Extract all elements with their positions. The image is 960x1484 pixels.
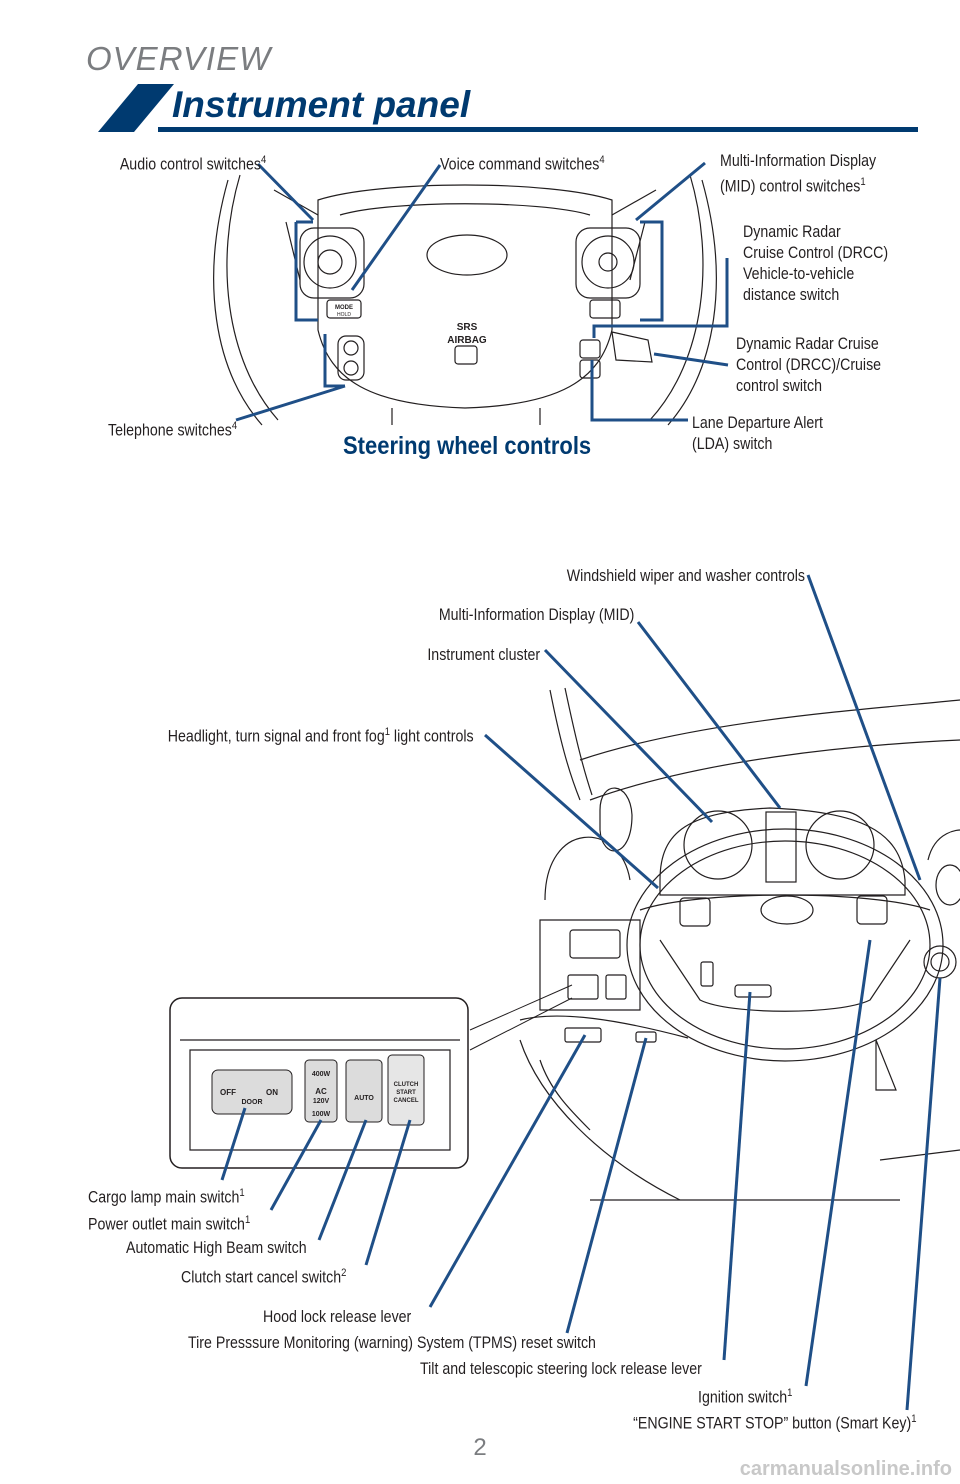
label-mid-display: Multi-Information Display (MID) (438, 606, 634, 624)
auto-high-beam-switch[interactable] (345, 1059, 383, 1123)
label-audio: Audio control switches4 (119, 154, 266, 174)
label-engine-start-stop: “ENGINE START STOP” button (Smart Key)1 (632, 1413, 916, 1433)
label-auto-high-beam: Automatic High Beam switch (126, 1239, 307, 1257)
clutch-line1-text: CLUTCH (394, 1082, 419, 1088)
drcc-leader (653, 352, 729, 367)
mid-leader (635, 161, 706, 222)
lda-leader (590, 360, 688, 422)
outlet-ac-text: AC (315, 1087, 327, 1096)
outlet-100w-text: 100W (312, 1111, 331, 1118)
ignition-leader (804, 939, 872, 1387)
clutch-line2-text: START (396, 1090, 416, 1096)
airbag-top-text: SRS (457, 322, 478, 333)
headlight-leader (484, 733, 659, 890)
section-title: OVERVIEW (86, 40, 272, 77)
tilt-leader (722, 991, 752, 1361)
label-tpms: Tire Presssure Monitoring (warning) Syst… (188, 1334, 596, 1352)
telephone-bracket (323, 334, 345, 388)
ahb-leader (317, 1119, 368, 1241)
cargo-lamp-switch[interactable] (211, 1069, 293, 1115)
label-wiper: Windshield wiper and washer controls (566, 567, 805, 585)
outlet-400w-text: 400W (312, 1071, 331, 1078)
door-off-text: OFF (220, 1088, 236, 1097)
airbag-bottom-text: AIRBAG (447, 335, 487, 346)
cargo-leader (220, 1107, 247, 1181)
hood-leader (428, 1034, 587, 1308)
mode-button-text: MODE (335, 305, 353, 311)
label-tilt-telescopic: Tilt and telescopic steering lock releas… (420, 1360, 702, 1378)
door-on-text: ON (266, 1088, 278, 1097)
steering-wheel-heading: Steering wheel controls (343, 432, 592, 460)
page-title: Instrument panel (172, 84, 471, 125)
label-telephone: Telephone switches4 (107, 420, 237, 440)
label-voice: Voice command switches4 (440, 154, 605, 174)
telephone-leader (235, 384, 346, 422)
clutch-start-cancel-switch[interactable] (387, 1054, 425, 1126)
cluster-leader (543, 648, 714, 824)
label-cargo-lamp: Cargo lamp main switch1 (88, 1187, 245, 1207)
label-ignition: Ignition switch1 (698, 1387, 793, 1407)
hold-text: HOLD (337, 312, 351, 318)
label-hood-lock: Hood lock release lever (263, 1308, 412, 1326)
tpms-leader (565, 1037, 648, 1334)
door-text: DOOR (242, 1099, 263, 1106)
page-number: 2 (473, 1434, 487, 1461)
outlet-120v-text: 120V (313, 1098, 330, 1105)
drcc-distance-leader (592, 258, 729, 338)
power-leader (269, 1119, 323, 1211)
auto-text: AUTO (354, 1095, 374, 1102)
clutch-line3-text: CANCEL (394, 1098, 419, 1104)
clutch-leader (364, 1119, 412, 1266)
title-bar (98, 84, 918, 132)
wiper-leader (806, 574, 922, 881)
engine-leader (905, 977, 942, 1411)
watermark: carmanualsonline.info (739, 1458, 952, 1480)
audio-leader (256, 162, 315, 222)
label-mid-switches: Multi-Information Display(MID) control s… (720, 152, 877, 196)
label-lda: Lane Departure Alert(LDA) switch (692, 414, 823, 453)
audio-bracket (294, 222, 318, 322)
label-instrument-cluster: Instrument cluster (427, 646, 540, 664)
voice-leader (350, 164, 442, 291)
label-headlight: Headlight, turn signal and front fog1 li… (168, 726, 474, 746)
label-power-outlet: Power outlet main switch1 (88, 1214, 251, 1234)
label-clutch-start-cancel: Clutch start cancel switch2 (181, 1267, 347, 1287)
mid-display-leader (636, 621, 782, 809)
mid-bracket (640, 220, 664, 322)
